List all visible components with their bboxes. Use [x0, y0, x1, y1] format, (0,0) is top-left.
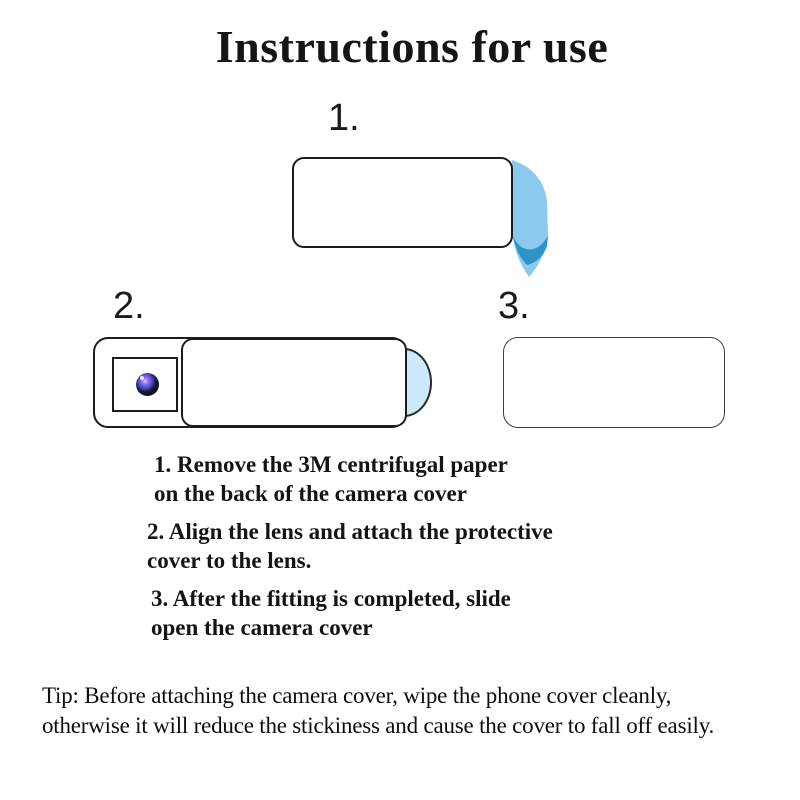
instruction-step-2-line-2: cover to the lens. — [147, 548, 312, 573]
instruction-step-3-line-2: open the camera cover — [151, 615, 373, 640]
step-1-number: 1. — [328, 97, 360, 139]
lens-glint — [140, 376, 144, 380]
instruction-step-3: 3. After the fitting is completed, slide… — [151, 584, 511, 642]
tip-line-2: otherwise it will reduce the stickiness … — [42, 713, 715, 738]
sticker-peel-fold — [513, 236, 548, 265]
step-3-number: 3. — [498, 285, 530, 327]
camera-cover-step3-graphic — [503, 337, 725, 428]
instruction-step-3-line-1: 3. After the fitting is completed, slide — [151, 586, 511, 611]
page-title: Instructions for use — [215, 21, 609, 72]
instruction-step-1-line-1: 1. Remove the 3M centrifugal paper — [154, 452, 508, 477]
step-2-number: 2. — [113, 285, 145, 327]
camera-lens-icon — [136, 373, 159, 396]
tip-line-1: Tip: Before attaching the camera cover, … — [42, 683, 672, 708]
slider-tab-graphic — [404, 348, 432, 417]
instruction-step-2-line-1: 2. Align the lens and attach the protect… — [147, 519, 553, 544]
sticker-peel-graphic — [512, 160, 548, 277]
instruction-step-1: 1. Remove the 3M centrifugal paper on th… — [154, 450, 508, 508]
slider-cover-graphic — [181, 338, 407, 427]
camera-cover-step1-graphic — [292, 157, 513, 248]
instruction-step-2: 2. Align the lens and attach the protect… — [147, 517, 553, 575]
tip-text: Tip: Before attaching the camera cover, … — [42, 681, 714, 741]
instruction-step-1-line-2: on the back of the camera cover — [154, 481, 467, 506]
